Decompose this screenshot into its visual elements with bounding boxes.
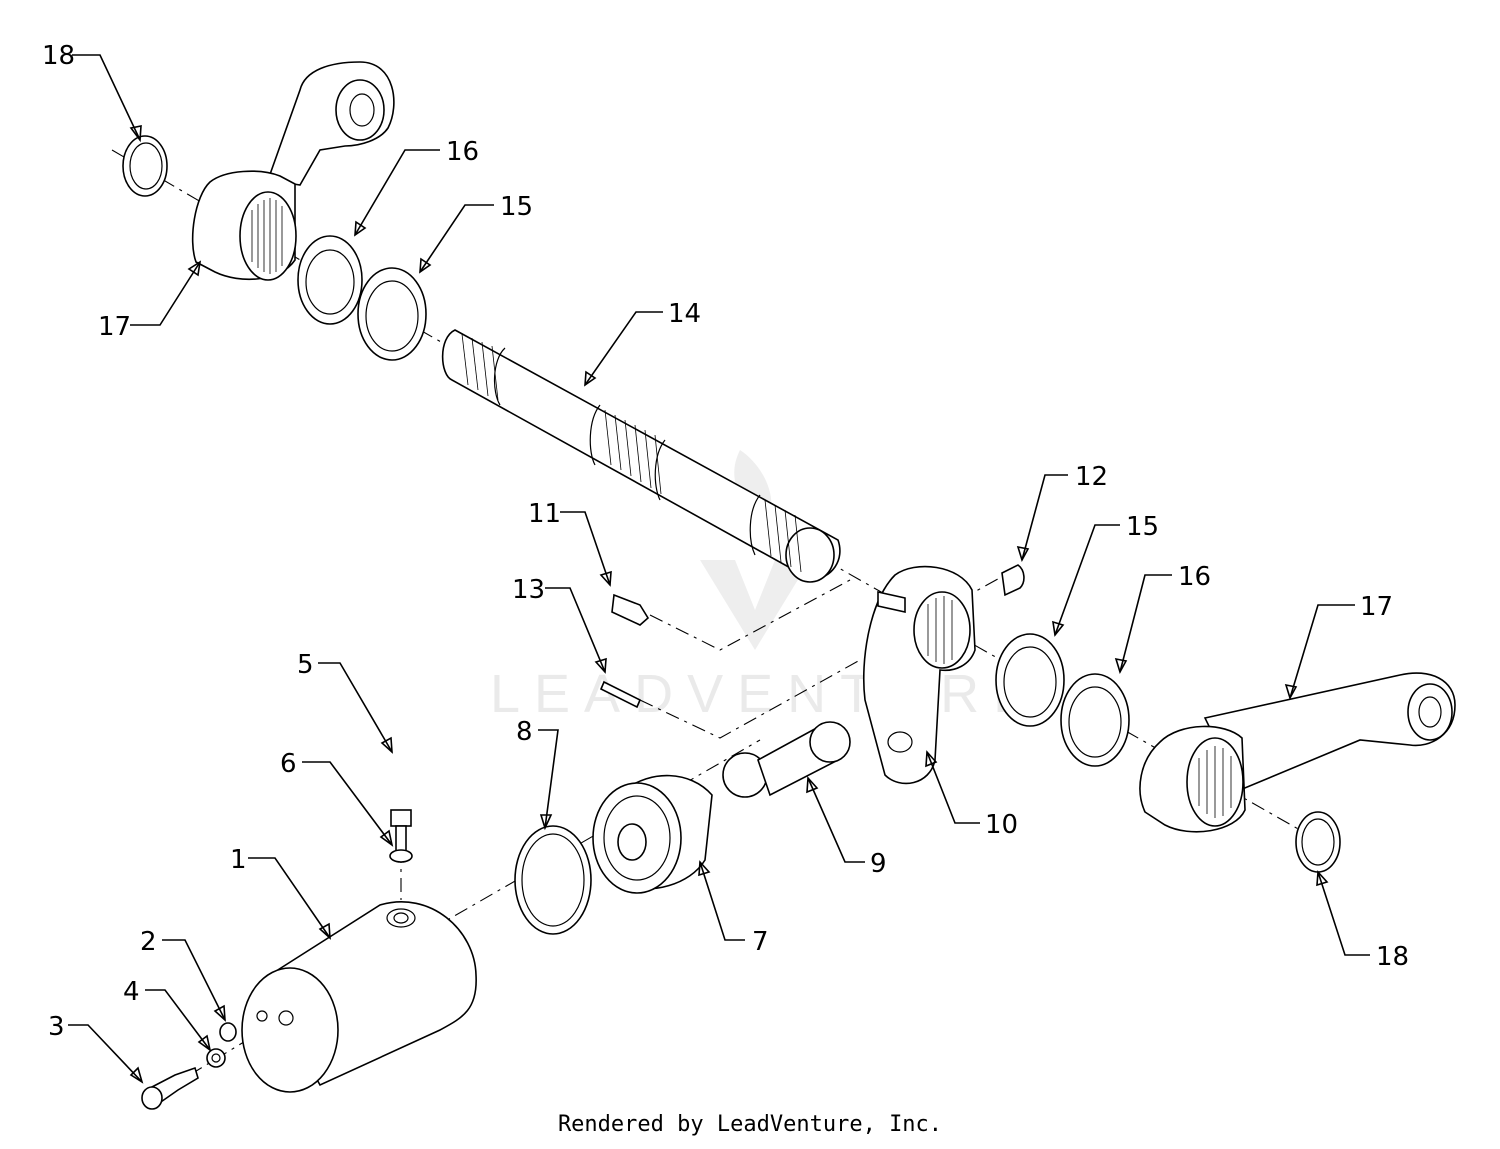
axis-cylinder bbox=[429, 739, 761, 931]
assembly-axes bbox=[111, 149, 1301, 1091]
part-6-o-ring bbox=[389, 849, 413, 863]
callout-labels: 18 16 15 17 14 12 11 15 16 17 13 5 6 8 1… bbox=[42, 41, 1409, 1042]
callout-leaders bbox=[68, 54, 1370, 1084]
callout-18-lower: 18 bbox=[1376, 942, 1409, 972]
callout-1: 1 bbox=[230, 845, 247, 875]
callout-2: 2 bbox=[140, 927, 157, 957]
callout-10: 10 bbox=[985, 810, 1018, 840]
callout-12: 12 bbox=[1075, 462, 1108, 492]
part-1-cylinder bbox=[241, 901, 477, 1093]
part-18-lower-snap-ring bbox=[1295, 811, 1341, 873]
callout-17-upper: 17 bbox=[98, 312, 131, 342]
watermark-logo bbox=[700, 450, 810, 650]
callout-16-lower: 16 bbox=[1178, 562, 1211, 592]
callout-13: 13 bbox=[512, 575, 545, 605]
callout-3: 3 bbox=[48, 1012, 65, 1042]
part-7-piston bbox=[592, 774, 713, 894]
part-15-upper-washer bbox=[357, 267, 427, 361]
part-4-washer bbox=[206, 1048, 226, 1068]
callout-9: 9 bbox=[870, 849, 887, 879]
part-14-splined-shaft bbox=[441, 329, 841, 583]
axis-fitting-11 bbox=[649, 579, 851, 651]
part-18-upper-snap-ring bbox=[122, 135, 168, 197]
part-16-upper-washer bbox=[297, 235, 363, 325]
part-17-lower-arm bbox=[1139, 672, 1456, 833]
part-8-seal-ring bbox=[514, 825, 592, 935]
callout-14: 14 bbox=[668, 299, 701, 329]
axis-shaft bbox=[419, 329, 1301, 831]
callout-16-upper: 16 bbox=[446, 137, 479, 167]
part-17-upper-arm bbox=[191, 61, 395, 281]
part-13-pin bbox=[599, 680, 642, 709]
callout-17-lower: 17 bbox=[1360, 592, 1393, 622]
callout-18-upper: 18 bbox=[42, 41, 75, 71]
part-16-lower-washer bbox=[1060, 673, 1130, 767]
axis-pin-13 bbox=[639, 659, 861, 739]
callout-11: 11 bbox=[528, 499, 561, 529]
watermark-text: LEADVENTURE bbox=[490, 664, 1043, 724]
part-2-o-ring bbox=[219, 1022, 237, 1042]
part-12-set-screw bbox=[1001, 564, 1025, 597]
part-15-lower-washer bbox=[995, 633, 1065, 727]
callout-6: 6 bbox=[280, 749, 297, 779]
part-3-bolt bbox=[141, 1066, 199, 1110]
callout-15-upper: 15 bbox=[500, 192, 533, 222]
callout-4: 4 bbox=[123, 977, 140, 1007]
part-10-steering-arm bbox=[862, 565, 976, 785]
callout-8: 8 bbox=[516, 717, 533, 747]
part-9-ball-stud bbox=[722, 721, 851, 798]
footer-credit: Rendered by LeadVenture, Inc. bbox=[557, 1112, 943, 1137]
callout-15-lower: 15 bbox=[1126, 512, 1159, 542]
callout-7: 7 bbox=[752, 927, 769, 957]
part-11-fitting bbox=[611, 593, 650, 626]
callout-5: 5 bbox=[297, 650, 314, 680]
